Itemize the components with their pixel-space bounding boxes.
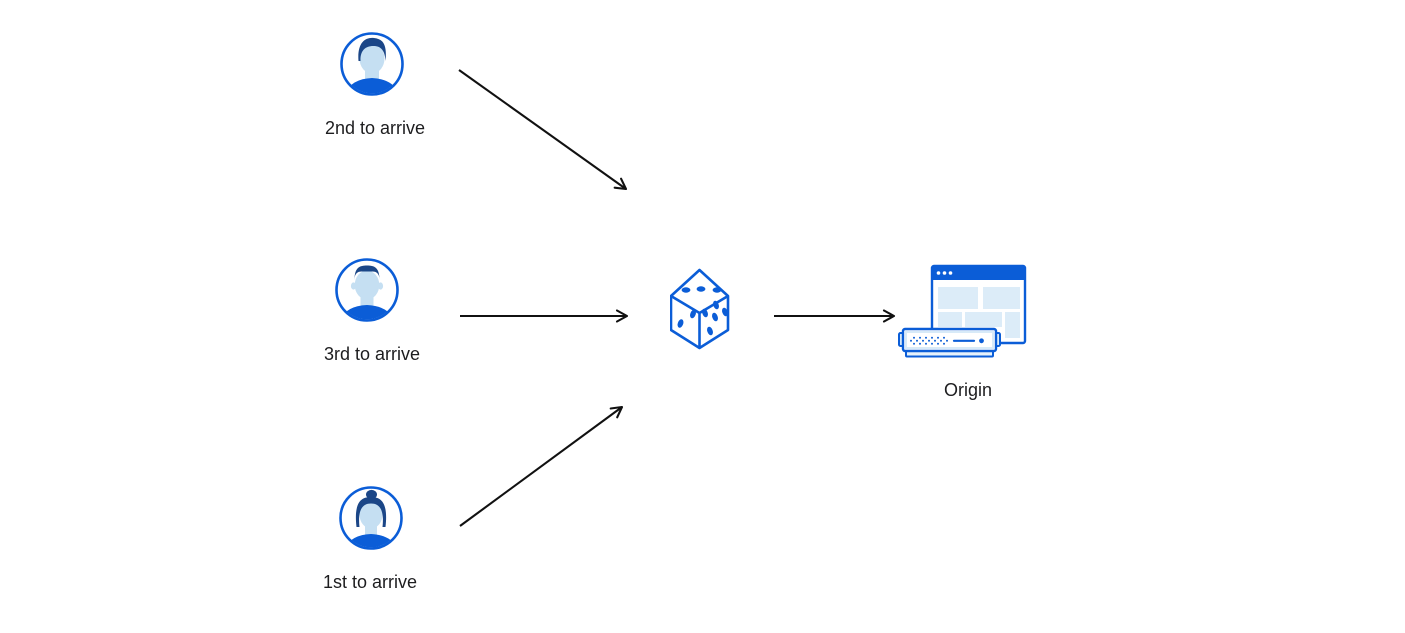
- node-randomizer: [669, 268, 730, 355]
- dice-icon: [669, 268, 730, 350]
- node-origin: [897, 262, 1027, 369]
- node-client-second: [339, 31, 405, 102]
- man-avatar-icon: [335, 258, 399, 322]
- woman-avatar-icon: [339, 486, 403, 550]
- label-client-first: 1st to arrive: [322, 572, 418, 592]
- label-client-second: 2nd to arrive: [324, 118, 426, 138]
- label-origin: Origin: [943, 380, 993, 400]
- node-client-third: [334, 257, 400, 328]
- arrow-client-second-to-dice: [458, 69, 628, 191]
- node-client-first: [338, 485, 404, 556]
- man-avatar-icon: [340, 32, 404, 96]
- label-client-third: 3rd to arrive: [323, 344, 421, 364]
- origin-server-icon: [898, 264, 1027, 358]
- arrow-client-first-to-dice: [459, 405, 624, 527]
